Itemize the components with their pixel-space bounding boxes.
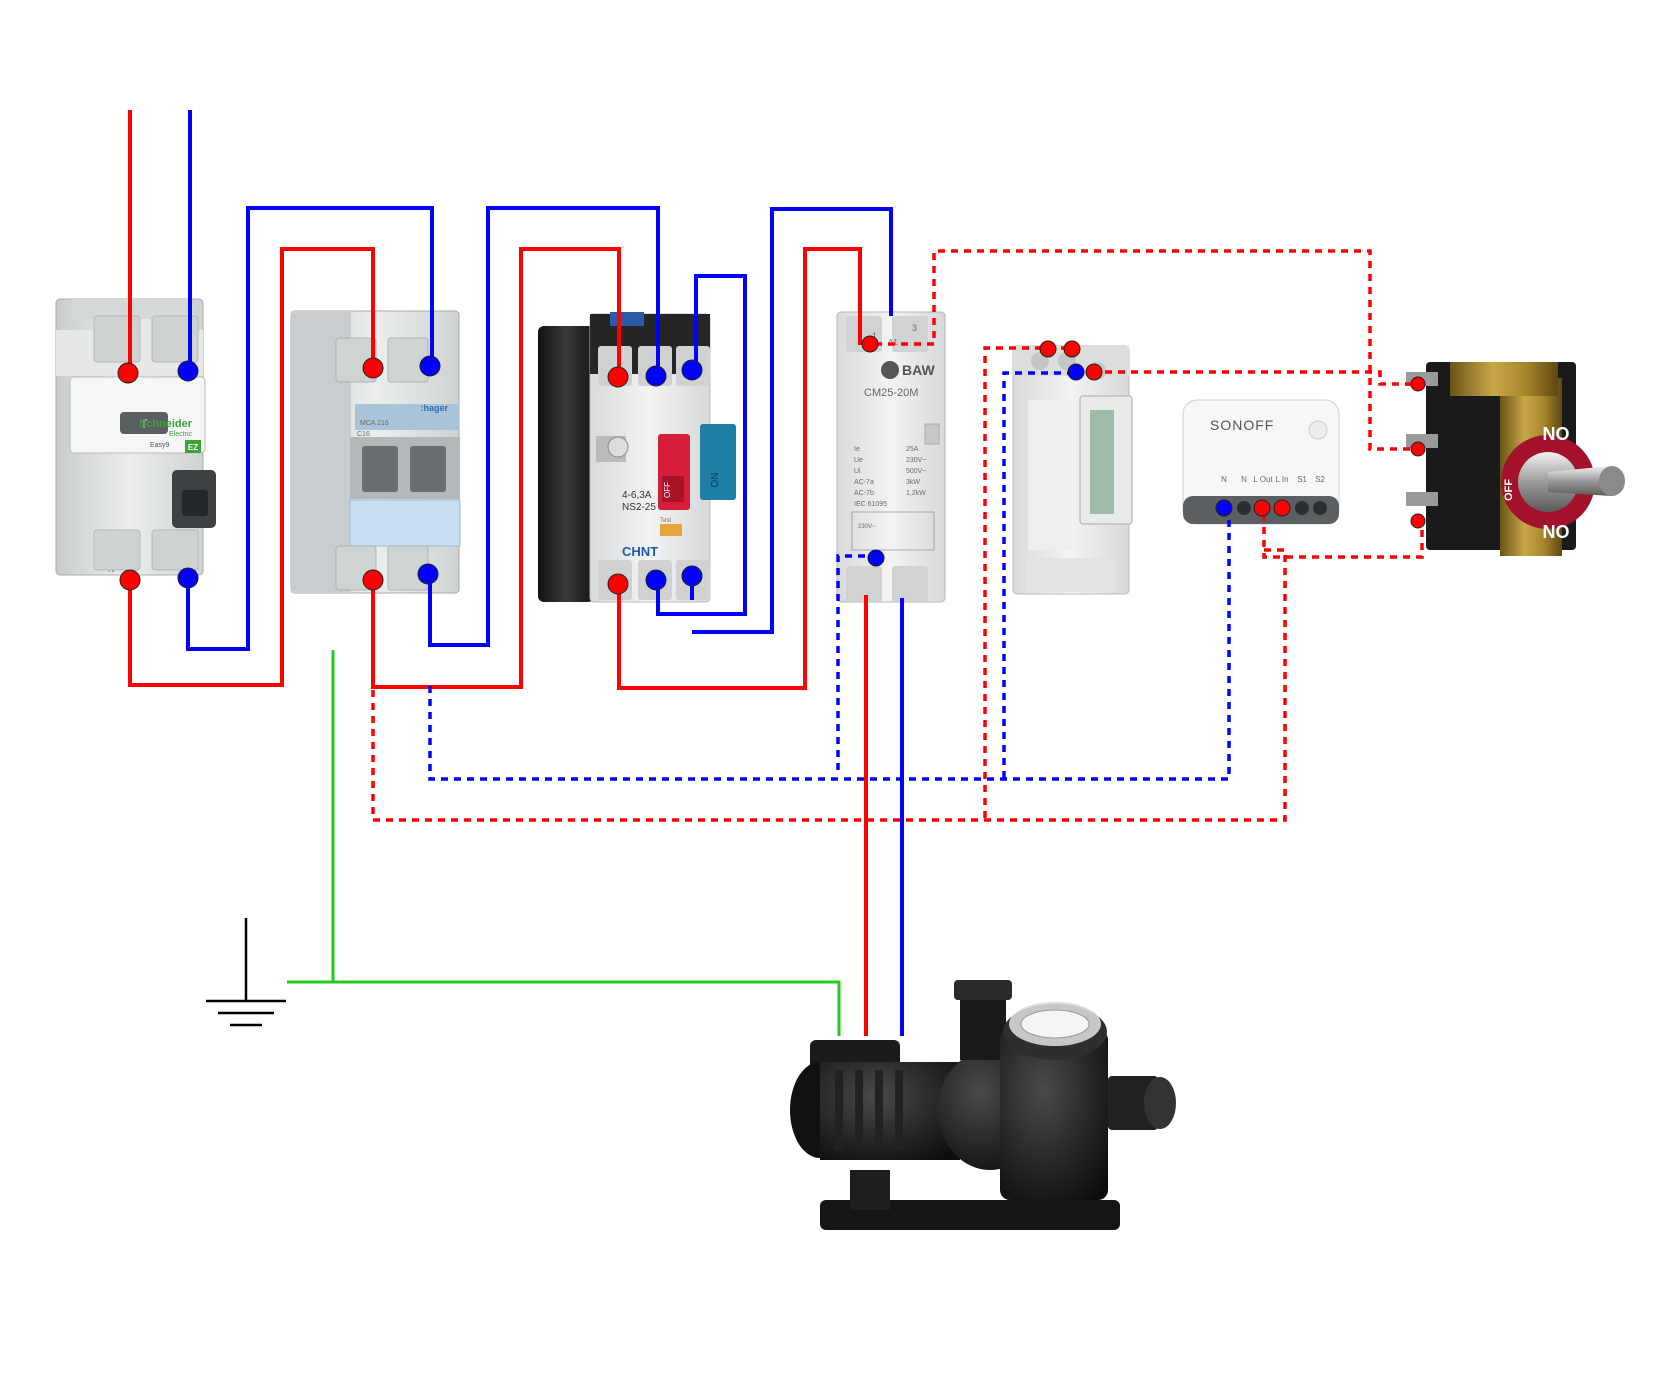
sonoff-terminal-n2: N <box>1241 475 1247 484</box>
toggle-no-top: NO <box>1543 424 1570 444</box>
rcbo-breaker: T Schneider Electric Easy9 EZ N N <box>55 298 216 576</box>
rcbo-brand-sub: Electric <box>169 431 192 438</box>
terminal-sonoff-lout <box>1253 499 1271 517</box>
toggle-no-bottom: NO <box>1543 522 1570 542</box>
contactor-terminal-1: 1 <box>872 331 877 341</box>
mcb-model: MCA 216 <box>360 420 389 427</box>
wire-neutral-control <box>428 371 1231 781</box>
sonoff-brand: SONOFF <box>1210 417 1274 433</box>
wire-neutral-mcb-to-mps <box>428 206 660 647</box>
motor-protection-switch: OFF ON 4-6,3A NS2-25 Test CHNT <box>538 312 736 603</box>
contactor-spec-left: Ie Ue Ui AC-7a AC-7b IEC 61095 <box>854 446 887 508</box>
wire-live-control-timer <box>371 346 1287 822</box>
sonoff-terminal-lin: L In <box>1275 475 1288 484</box>
wire-neutral-mps-link <box>656 274 747 616</box>
sonoff-terminal-s2: S2 <box>1315 475 1325 484</box>
terminal-toggle-top <box>1410 376 1426 392</box>
terminal-rcbo-live-out <box>119 569 141 591</box>
terminal-mps-neutral-in-2 <box>681 359 703 381</box>
wiring <box>128 110 1424 1036</box>
contactor-spec-ui: Ui <box>854 468 861 475</box>
sonoff-terminal-lout: L Out <box>1253 475 1273 484</box>
mps-on-label: ON <box>710 473 721 488</box>
wire-live-control-a1 <box>875 249 1420 451</box>
terminal-rcbo-live-in <box>117 362 139 384</box>
contactor-coil: 230V~ <box>858 524 876 530</box>
terminal-contactor-a2 <box>867 549 885 567</box>
timer-switch <box>1012 345 1133 595</box>
terminal-rcbo-neutral-out <box>177 567 199 589</box>
sonoff-terminal-s1: S1 <box>1297 475 1307 484</box>
rcbo-ez-badge: EZ <box>188 443 198 452</box>
terminal-mps-live-out <box>607 573 629 595</box>
contactor-spec-ie: Ie <box>854 446 860 453</box>
terminal-timer-2 <box>1063 340 1081 358</box>
toggle-off-label: OFF <box>1503 479 1515 501</box>
wire-earth <box>287 650 841 1036</box>
contactor-spec-ac7b: AC-7b <box>854 490 874 497</box>
toggle-switch: NO OFF NO <box>1406 362 1625 556</box>
terminal-mcb-live-out <box>362 569 384 591</box>
terminal-sonoff-lin <box>1273 499 1291 517</box>
sonoff-terminal-labels: N N L Out L In S1 S2 <box>1221 475 1325 484</box>
rcbo-brand: Schneider <box>139 418 193 430</box>
terminal-mps-neutral-out-2 <box>681 565 703 587</box>
wire-live-rcbo-to-mcb <box>128 247 375 687</box>
contactor-spec-500v: 500V~ <box>906 468 926 475</box>
wire-live-control-toggle <box>1092 370 1424 559</box>
rcbo-model: Easy9 <box>150 442 170 449</box>
terminal-timer-1 <box>1039 340 1057 358</box>
contactor-spec-25a: 25A <box>906 446 919 453</box>
contactor-brand: BAW <box>902 362 935 378</box>
contactor-terminal-3: 3 <box>912 323 917 333</box>
contactor-spec-right: 25A 230V~ 500V~ 3kW 1,2kW <box>906 446 926 497</box>
terminal-mps-neutral-out <box>645 569 667 591</box>
terminal-toggle-bottom <box>1410 513 1426 529</box>
terminal-contactor-a1 <box>861 335 879 353</box>
mps-model: NS2-25 <box>622 502 656 513</box>
terminal-timer-4 <box>1085 363 1103 381</box>
terminal-mps-live-in <box>607 366 629 388</box>
mps-off-label: OFF <box>663 482 672 498</box>
terminal-mcb-live-in <box>362 357 384 379</box>
mps-brand: CHNT <box>622 544 658 559</box>
terminal-toggle-mid <box>1410 441 1426 457</box>
terminal-mcb-neutral-in <box>419 355 441 377</box>
contactor-spec-1kw: 1,2kW <box>906 490 926 497</box>
mps-test-label: Test <box>660 518 671 524</box>
terminal-dots <box>117 335 1426 595</box>
contactor-spec-ue: Ue <box>854 457 863 464</box>
pool-pump <box>790 980 1176 1230</box>
mcb-brand: :hager <box>420 403 448 413</box>
contactor-spec-230v: 230V~ <box>906 457 926 464</box>
contactor-spec-iec: IEC 61095 <box>854 501 887 508</box>
earth-symbol <box>206 918 286 1027</box>
wire-live-mcb-to-mps <box>371 247 621 689</box>
rcbo-test-button: T <box>140 417 148 431</box>
contactor-model: CM25-20M <box>864 387 918 399</box>
wire-neutral-rcbo-to-mcb <box>186 206 434 651</box>
contactor-spec-3kw: 3kW <box>906 479 920 486</box>
terminal-timer-3 <box>1067 363 1085 381</box>
contactor: 1 3 A1 BAW CM25-20M Ie Ue Ui AC-7a AC-7b… <box>836 311 946 603</box>
terminal-mps-neutral-in <box>645 365 667 387</box>
mcb-rating: C16 <box>357 431 370 438</box>
mcb-breaker: :hager MCA 216 C16 <box>290 310 461 594</box>
wire-live-mps-to-contactor <box>617 247 862 690</box>
terminal-mcb-neutral-out <box>417 563 439 585</box>
terminal-rcbo-neutral-in <box>177 360 199 382</box>
terminal-sonoff-n <box>1215 499 1233 517</box>
sonoff-terminal-n1: N <box>1221 475 1227 484</box>
contactor-spec-ac7a: AC-7a <box>854 479 874 486</box>
mps-range: 4-6,3A <box>622 490 652 501</box>
